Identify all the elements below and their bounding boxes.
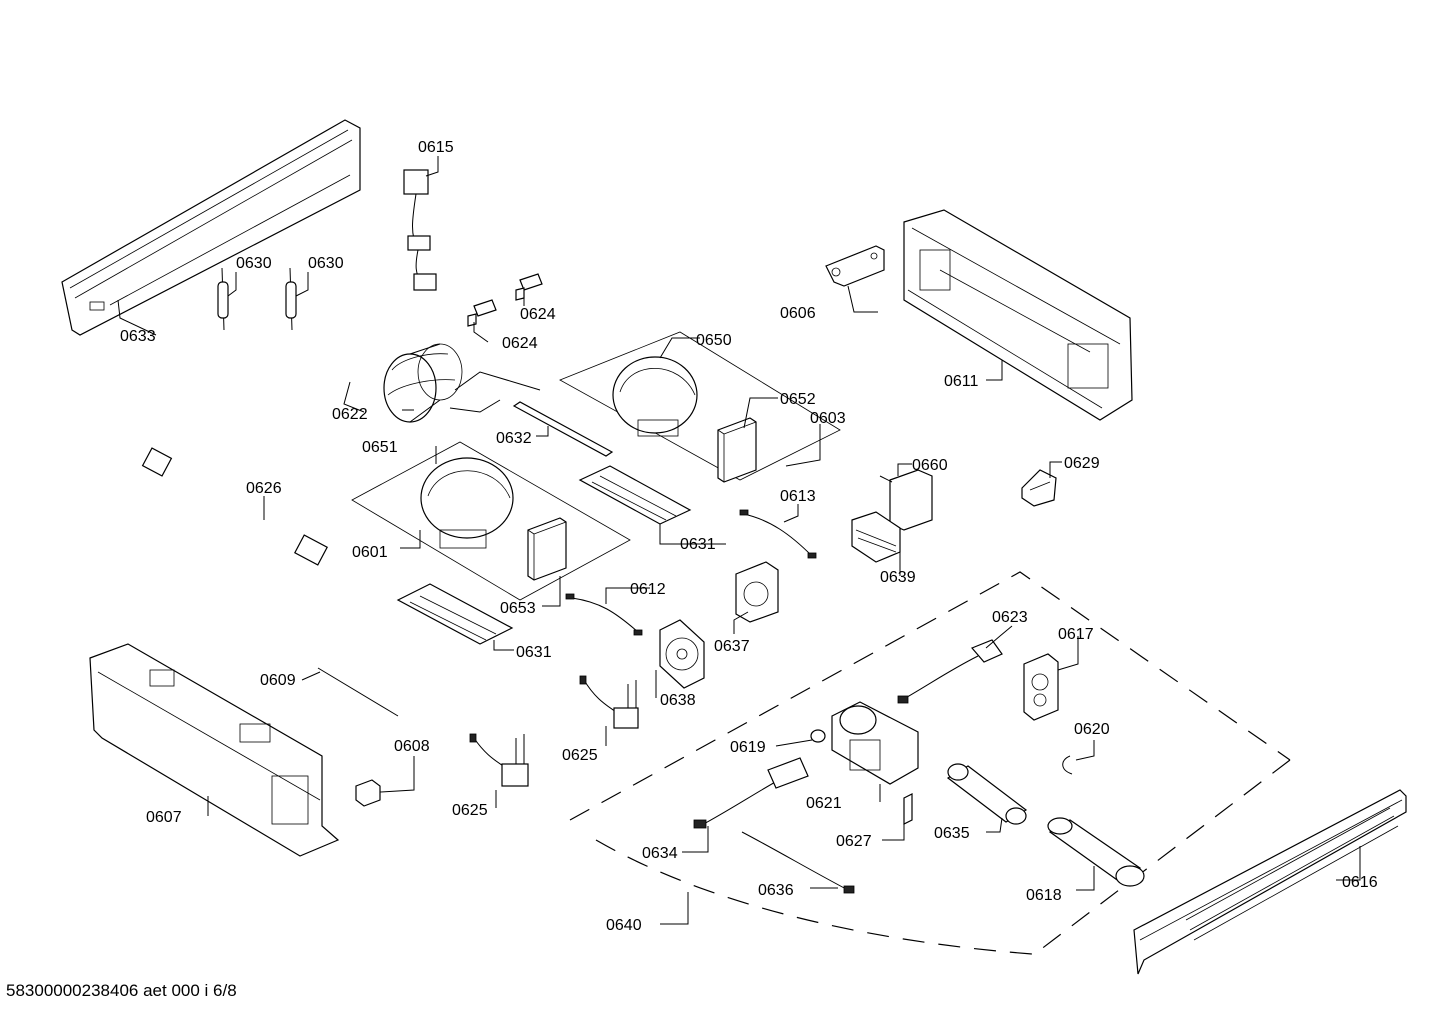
part-0620-clip xyxy=(1062,755,1073,775)
label-0630-right: 0630 xyxy=(308,255,344,272)
label-0634: 0634 xyxy=(642,845,678,862)
label-0626: 0626 xyxy=(246,480,282,497)
part-0630-filter-left xyxy=(217,267,229,331)
part-0618-cylinder xyxy=(1047,817,1145,887)
part-0609-rod xyxy=(317,667,399,717)
part-0626-hose xyxy=(141,447,328,566)
label-0608: 0608 xyxy=(394,738,430,755)
part-0624-fitting-a xyxy=(515,273,543,301)
label-0635: 0635 xyxy=(934,825,970,842)
label-0638: 0638 xyxy=(660,692,696,709)
part-0615-harness xyxy=(403,169,437,291)
label-0652: 0652 xyxy=(780,391,816,408)
label-0624-lower: 0624 xyxy=(502,335,538,352)
label-0619: 0619 xyxy=(730,739,766,756)
label-0621: 0621 xyxy=(806,795,842,812)
label-0623: 0623 xyxy=(992,609,1028,626)
part-0622-coil xyxy=(383,343,541,423)
label-0612: 0612 xyxy=(630,581,666,598)
label-0609: 0609 xyxy=(260,672,296,689)
label-0618: 0618 xyxy=(1026,887,1062,904)
part-0635-capacitor xyxy=(946,763,1028,825)
label-0631-lower: 0631 xyxy=(516,644,552,661)
label-0660: 0660 xyxy=(912,457,948,474)
part-0636-sensor xyxy=(741,831,855,894)
part-0634-harness xyxy=(693,757,809,829)
part-0625-valve-upper xyxy=(579,675,639,729)
label-0625-lower: 0625 xyxy=(452,802,488,819)
callout-labels: 0615 0630 0630 0633 0624 0624 0650 0652 … xyxy=(120,139,1378,934)
label-0651: 0651 xyxy=(362,439,398,456)
part-0616-grille xyxy=(1133,789,1407,975)
part-0651-compressor xyxy=(351,441,631,601)
part-0624-fitting-b xyxy=(467,299,497,327)
drawing-reference-number: 58300000238406 aet 000 i 6/8 xyxy=(6,981,237,1000)
part-0617-bracket xyxy=(1023,653,1059,721)
label-0640: 0640 xyxy=(606,917,642,934)
label-0601: 0601 xyxy=(352,544,388,561)
part-0640-assembly-outline xyxy=(569,571,1291,955)
label-0627: 0627 xyxy=(836,833,872,850)
label-0629: 0629 xyxy=(1064,455,1100,472)
label-0639: 0639 xyxy=(880,569,916,586)
part-0637-shroud xyxy=(735,561,779,623)
label-0653: 0653 xyxy=(500,600,536,617)
part-0623-cable xyxy=(897,639,1003,704)
part-0650-compressor xyxy=(559,331,841,481)
label-0622: 0622 xyxy=(332,406,368,423)
part-0653-relay xyxy=(527,517,567,581)
label-0630-left: 0630 xyxy=(236,255,272,272)
label-0603: 0603 xyxy=(810,410,846,427)
label-0632: 0632 xyxy=(496,430,532,447)
part-0625-valve-lower xyxy=(469,733,529,787)
part-0627-bracket xyxy=(903,793,913,825)
label-0631-upper: 0631 xyxy=(680,536,716,553)
label-0637: 0637 xyxy=(714,638,750,655)
part-0631-plate-upper xyxy=(578,465,692,525)
label-0615: 0615 xyxy=(418,139,454,156)
part-0632-strip xyxy=(512,401,614,457)
part-0613-cable xyxy=(739,509,817,559)
part-0630-filter-right xyxy=(285,267,297,331)
part-0608-block xyxy=(355,779,381,807)
part-0611-frame xyxy=(903,209,1133,421)
label-0617: 0617 xyxy=(1058,626,1094,643)
part-0652-relay xyxy=(717,417,757,483)
label-0616: 0616 xyxy=(1342,874,1378,891)
label-0624-upper: 0624 xyxy=(520,306,556,323)
part-0619-cap xyxy=(810,729,826,743)
label-0625-upper: 0625 xyxy=(562,747,598,764)
label-0607: 0607 xyxy=(146,809,182,826)
label-0633: 0633 xyxy=(120,328,156,345)
leader-lines xyxy=(117,156,1361,925)
label-0650: 0650 xyxy=(696,332,732,349)
label-0620: 0620 xyxy=(1074,721,1110,738)
part-0633-rail xyxy=(61,119,361,336)
label-0636: 0636 xyxy=(758,882,794,899)
label-0611: 0611 xyxy=(944,373,979,390)
part-0621-mount xyxy=(831,701,919,785)
part-0638-fan xyxy=(659,619,705,689)
label-0613: 0613 xyxy=(780,488,816,505)
part-0612-cable xyxy=(565,593,643,636)
part-0607-housing xyxy=(89,643,340,857)
label-0606: 0606 xyxy=(780,305,816,322)
part-0629-clip xyxy=(1021,469,1057,507)
part-0606-bracket xyxy=(825,245,885,287)
part-0631-plate-lower xyxy=(396,583,514,645)
